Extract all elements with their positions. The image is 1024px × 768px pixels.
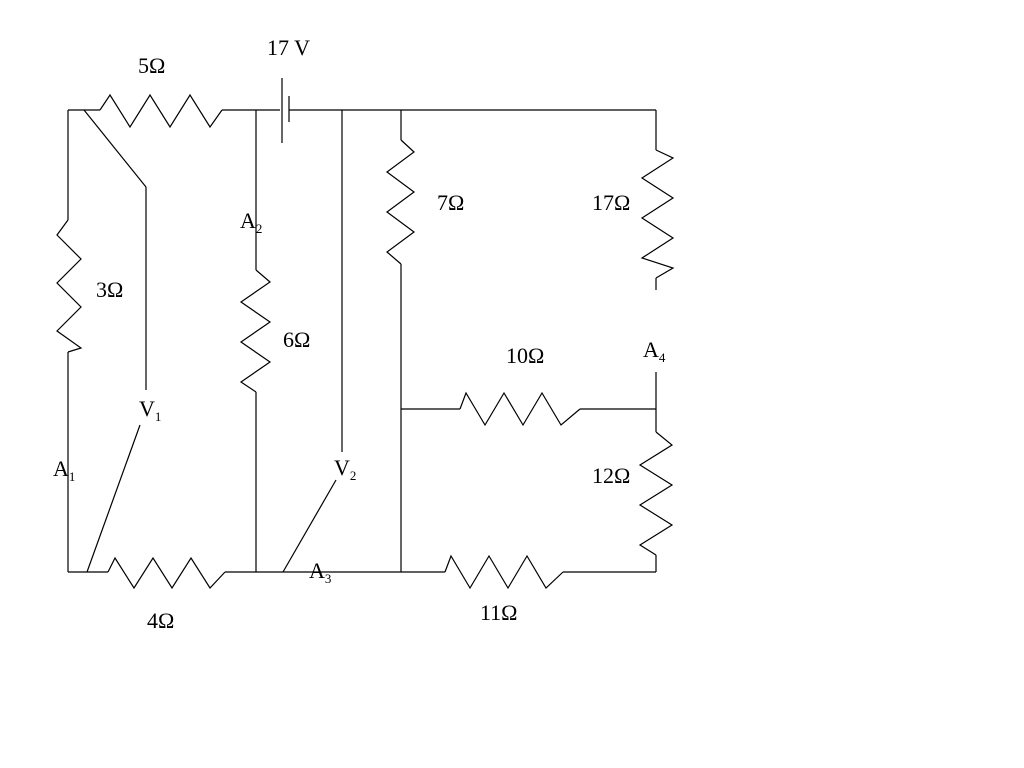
resistor-11-ohm xyxy=(444,554,564,590)
resistor-7-ohm xyxy=(385,139,416,265)
resistor-3-ohm xyxy=(56,219,83,353)
resistor-10-ohm-label: 10Ω xyxy=(506,343,545,368)
resistor-7-ohm-label: 7Ω xyxy=(437,190,465,215)
resistor-12-ohm-label: 12Ω xyxy=(592,463,631,488)
resistor-6-ohm-label: 6Ω xyxy=(283,327,311,352)
ammeter-a2-label: A2 xyxy=(240,208,263,236)
voltmeter-v2-label: V2 xyxy=(334,455,357,483)
resistor-17-ohm-label: 17Ω xyxy=(592,190,631,215)
resistor-11-ohm-label: 11Ω xyxy=(480,600,518,625)
ammeter-a4-label: A4 xyxy=(643,337,666,365)
battery-label: 17 V xyxy=(267,35,310,60)
resistor-4-ohm-label: 4Ω xyxy=(147,608,175,633)
resistor-5-ohm xyxy=(99,93,223,129)
resistor-5-ohm-label: 5Ω xyxy=(138,53,166,78)
resistor-17-ohm xyxy=(640,149,675,279)
v1-lead-bottom xyxy=(86,424,141,573)
resistor-4-ohm xyxy=(107,556,226,590)
resistor-3-ohm-label: 3Ω xyxy=(96,277,124,302)
resistor-6-ohm xyxy=(239,269,272,393)
v1-lead-top xyxy=(83,109,147,188)
resistor-12-ohm xyxy=(638,431,674,556)
v2-lead-bottom xyxy=(282,479,337,573)
voltmeter-v1-label: V1 xyxy=(139,396,162,424)
ammeter-a1-label: A1 xyxy=(53,456,76,484)
resistor-10-ohm xyxy=(459,391,581,427)
ammeter-a3-label: A3 xyxy=(309,558,332,586)
